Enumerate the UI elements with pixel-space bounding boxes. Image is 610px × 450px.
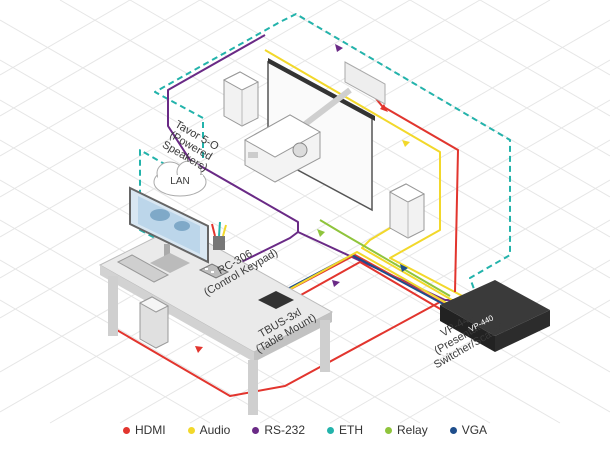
pencil-cup (211, 221, 227, 250)
legend-label: RS-232 (264, 423, 306, 437)
legend-item-relay: Relay (385, 423, 428, 437)
rs232-keypad-cable (224, 231, 299, 271)
legend-label: Audio (199, 423, 231, 437)
desk (98, 225, 334, 415)
isometric-grid (0, 0, 610, 424)
legend-item-vga: VGA (449, 423, 488, 437)
vp440-switcher (440, 280, 550, 352)
speaker-right (388, 183, 426, 239)
legend-label: HDMI (134, 423, 166, 437)
hdmi-cable-laptop (282, 261, 443, 311)
speaker-left (222, 71, 260, 127)
monitor (129, 186, 209, 273)
audio-cable-speaker-right (361, 221, 453, 301)
legend-label: ETH (339, 423, 364, 437)
legend-dot-icon (385, 426, 393, 434)
projector (243, 61, 386, 183)
legend-dot-icon (327, 426, 335, 434)
pc-tower (138, 296, 170, 349)
legend-label: Relay (397, 423, 428, 437)
relay-cable-screen (319, 219, 451, 297)
lan-label: LAN (170, 176, 190, 187)
eth-cable-lan-loop (154, 13, 511, 301)
lan-cloud-icon (153, 160, 207, 197)
legend: HDMI Audio RS-232 ETH Relay VGA (0, 420, 610, 440)
legend-label: VGA (461, 423, 488, 437)
signal-arrows (195, 44, 410, 353)
legend-item-audio: Audio (187, 423, 231, 437)
legend-dot-icon (252, 426, 260, 434)
audio-cable-speakers (264, 49, 471, 301)
legend-dot-icon (449, 426, 457, 434)
control-keypad (198, 263, 230, 279)
legend-dot-icon (187, 426, 195, 434)
legend-dot-icon (122, 426, 130, 434)
table-mount (258, 291, 294, 309)
legend-item-hdmi: HDMI (122, 423, 166, 437)
keyboard (116, 254, 170, 283)
legend-item-eth: ETH (327, 423, 363, 437)
legend-item-rs-232: RS-232 (252, 423, 305, 437)
audio-cable-tbus (273, 251, 451, 306)
